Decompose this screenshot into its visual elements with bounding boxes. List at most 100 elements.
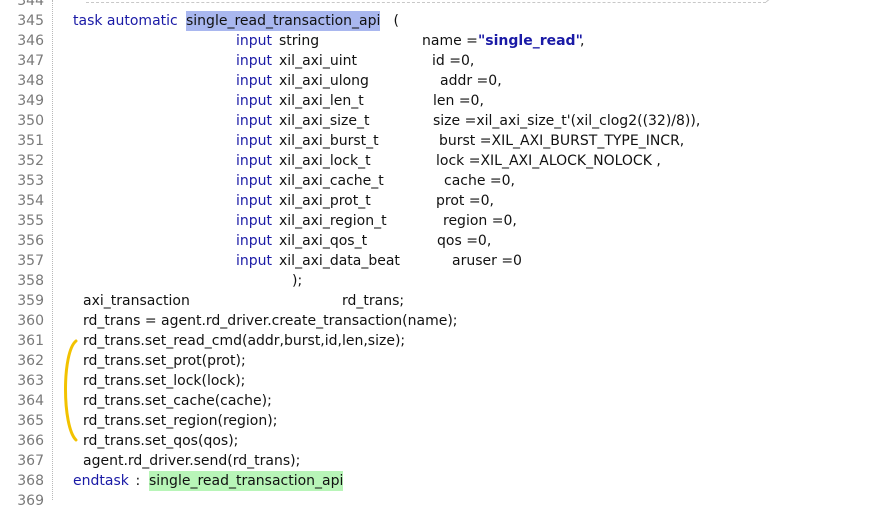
- code-token: axi_transaction: [83, 293, 190, 309]
- code-line[interactable]: 345 task automatic single_read_transactio…: [0, 11, 888, 31]
- line-number: 356: [17, 233, 44, 249]
- keyword-token: input: [236, 233, 273, 249]
- line-number: 361: [17, 333, 44, 349]
- code-token: rd_trans.set_read_cmd(addr,burst,id,len,…: [83, 333, 406, 349]
- line-number: 368: [17, 473, 44, 489]
- line-number: 352: [17, 153, 44, 169]
- code-token: name =: [422, 33, 478, 49]
- line-number: 364: [17, 393, 44, 409]
- code-token: id =0,: [432, 53, 475, 69]
- line-number: 351: [17, 133, 44, 149]
- code-token: aruser =0: [452, 253, 522, 269]
- code-token: qos =0,: [437, 233, 492, 249]
- code-token: xil_axi_size_t: [279, 113, 370, 129]
- keyword-token: input: [236, 253, 273, 269]
- code-line[interactable]: 364 rd_trans.set_cache(cache);: [0, 391, 888, 411]
- code-token: );: [292, 273, 303, 289]
- keyword-token: input: [236, 33, 273, 49]
- keyword-token: input: [236, 53, 273, 69]
- line-number: 350: [17, 113, 44, 129]
- code-token: rd_trans.set_prot(prot);: [83, 353, 246, 369]
- code-token: burst =XIL_AXI_BURST_TYPE_INCR,: [439, 133, 685, 149]
- code-line[interactable]: 361 rd_trans.set_read_cmd(addr,burst,id,l…: [0, 331, 888, 351]
- line-number: 365: [17, 413, 44, 429]
- code-line[interactable]: 356 input xil_axi_qos_t qos =0,: [0, 231, 888, 251]
- code-token: xil_axi_uint: [279, 53, 357, 69]
- code-token: string: [279, 33, 320, 49]
- code-line[interactable]: 362 rd_trans.set_prot(prot);: [0, 351, 888, 371]
- code-token: xil_axi_qos_t: [279, 233, 368, 249]
- top-right-stroke: [765, 0, 770, 3]
- keyword-token: input: [236, 213, 273, 229]
- code-token: xil_axi_len_t: [279, 93, 364, 109]
- line-number: 354: [17, 193, 44, 209]
- line-number: 353: [17, 173, 44, 189]
- line-number: 359: [17, 293, 44, 309]
- code-line[interactable]: 349 input xil_axi_len_t len =0,: [0, 91, 888, 111]
- code-line[interactable]: 346 input string name ="single_read",: [0, 31, 888, 51]
- line-number: 362: [17, 353, 44, 369]
- code-token: agent.rd_driver.send(rd_trans);: [83, 453, 301, 469]
- code-token: (: [389, 13, 399, 29]
- gutter-divider: [52, 0, 54, 500]
- line-number: 348: [17, 73, 44, 89]
- keyword-token: input: [236, 113, 273, 129]
- code-token: :: [131, 473, 145, 489]
- line-number: 355: [17, 213, 44, 229]
- line-number: 346: [17, 33, 44, 49]
- code-token: xil_axi_ulong: [279, 73, 369, 89]
- keyword-token: input: [236, 73, 273, 89]
- code-token: xil_axi_lock_t: [279, 153, 371, 169]
- code-token: region =0,: [443, 213, 517, 229]
- line-number: 358: [17, 273, 44, 289]
- line-number: 363: [17, 373, 44, 389]
- keyword-token: input: [236, 153, 273, 169]
- keyword-token: input: [236, 173, 273, 189]
- code-line[interactable]: 344: [0, 0, 888, 11]
- code-line[interactable]: 348 input xil_axi_ulong addr =0,: [0, 71, 888, 91]
- code-line[interactable]: 347 input xil_axi_uint id =0,: [0, 51, 888, 71]
- code-line[interactable]: 358);: [0, 271, 888, 291]
- code-token: rd_trans = agent.rd_driver.create_transa…: [83, 313, 458, 329]
- highlighted-token: single_read_transaction_api: [149, 471, 344, 491]
- code-token: rd_trans.set_lock(lock);: [83, 373, 246, 389]
- line-number: 344: [17, 0, 44, 9]
- code-token: xil_axi_prot_t: [279, 193, 371, 209]
- top-dashed-line: [86, 2, 766, 3]
- line-number: 357: [17, 253, 44, 269]
- code-token: xil_axi_region_t: [279, 213, 387, 229]
- code-line[interactable]: 363 rd_trans.set_lock(lock);: [0, 371, 888, 391]
- keyword-token: input: [236, 133, 273, 149]
- code-token: prot =0,: [436, 193, 494, 209]
- code-token: addr =0,: [440, 73, 502, 89]
- code-line[interactable]: 355 input xil_axi_region_t region =0,: [0, 211, 888, 231]
- code-token: len =0,: [433, 93, 484, 109]
- code-token: ,: [580, 33, 585, 49]
- code-token: "single_read": [478, 33, 583, 49]
- keyword-token: task automatic: [73, 13, 183, 29]
- code-line[interactable]: 354 input xil_axi_prot_t prot =0,: [0, 191, 888, 211]
- line-number: 366: [17, 433, 44, 449]
- code-token: cache =0,: [444, 173, 515, 189]
- line-number-gutter: [0, 0, 52, 500]
- code-token: rd_trans.set_cache(cache);: [83, 393, 272, 409]
- highlighted-token: single_read_transaction_api: [186, 11, 381, 31]
- keyword-token: input: [236, 193, 273, 209]
- keyword-token: input: [236, 93, 273, 109]
- line-number: 345: [17, 13, 44, 29]
- line-number: 360: [17, 313, 44, 329]
- line-number: 347: [17, 53, 44, 69]
- line-number: 349: [17, 93, 44, 109]
- code-line[interactable]: 360 rd_trans = agent.rd_driver.create_tra…: [0, 311, 888, 331]
